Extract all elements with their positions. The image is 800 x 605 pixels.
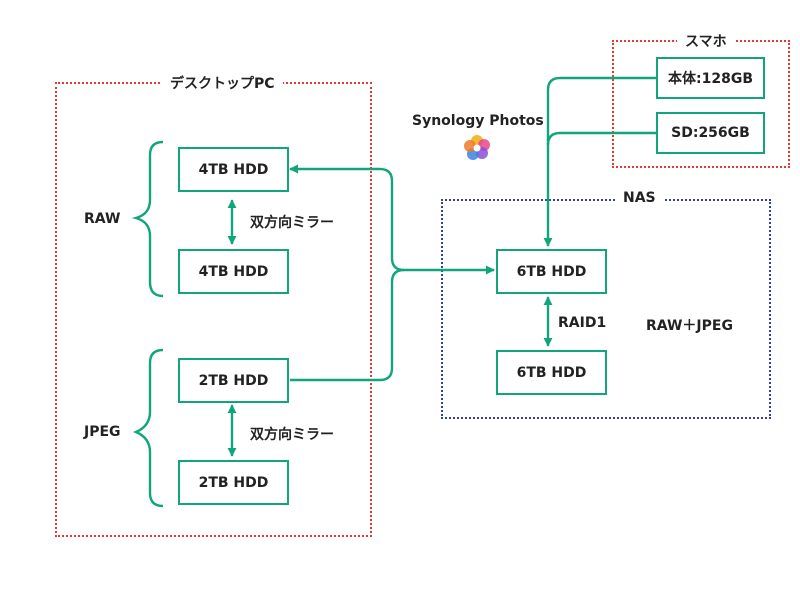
- raw-hdd-primary: 4TB HDD: [178, 147, 289, 192]
- jpeg-label: JPEG: [84, 424, 121, 440]
- nas-group: [441, 199, 771, 419]
- phone-sd-line: [546, 131, 656, 146]
- phone-sd-storage: SD:256GB: [656, 112, 765, 154]
- mirror-jpeg-label: 双方向ミラー: [250, 427, 334, 443]
- phone-title: スマホ: [677, 31, 735, 51]
- raw-label: RAW: [84, 211, 121, 227]
- nas-title: NAS: [615, 190, 664, 206]
- synology-photos-label: Synology Photos: [412, 113, 544, 129]
- nas-hdd-mirror: 6TB HDD: [496, 350, 607, 395]
- jpeg-hdd-mirror: 2TB HDD: [178, 460, 289, 505]
- jpeg-brace: [132, 348, 164, 508]
- raw-hdd-mirror: 4TB HDD: [178, 249, 289, 294]
- phone-main-storage: 本体:128GB: [656, 57, 765, 99]
- mirror-raw-label: 双方向ミラー: [250, 215, 334, 231]
- raid-label: RAID1: [558, 315, 607, 331]
- pc-nas-raw-line: [289, 164, 495, 275]
- jpeg-hdd-primary: 2TB HDD: [178, 358, 289, 403]
- nas-hdd-primary: 6TB HDD: [496, 249, 607, 294]
- synology-photos-icon: [464, 135, 490, 160]
- pc-nas-jpeg-line: [290, 268, 405, 382]
- phone-main-line: [543, 76, 656, 247]
- nas-content-label: RAW＋JPEG: [646, 318, 733, 334]
- desktop-pc-title: デスクトップPC: [162, 73, 283, 93]
- raw-brace: [131, 140, 164, 298]
